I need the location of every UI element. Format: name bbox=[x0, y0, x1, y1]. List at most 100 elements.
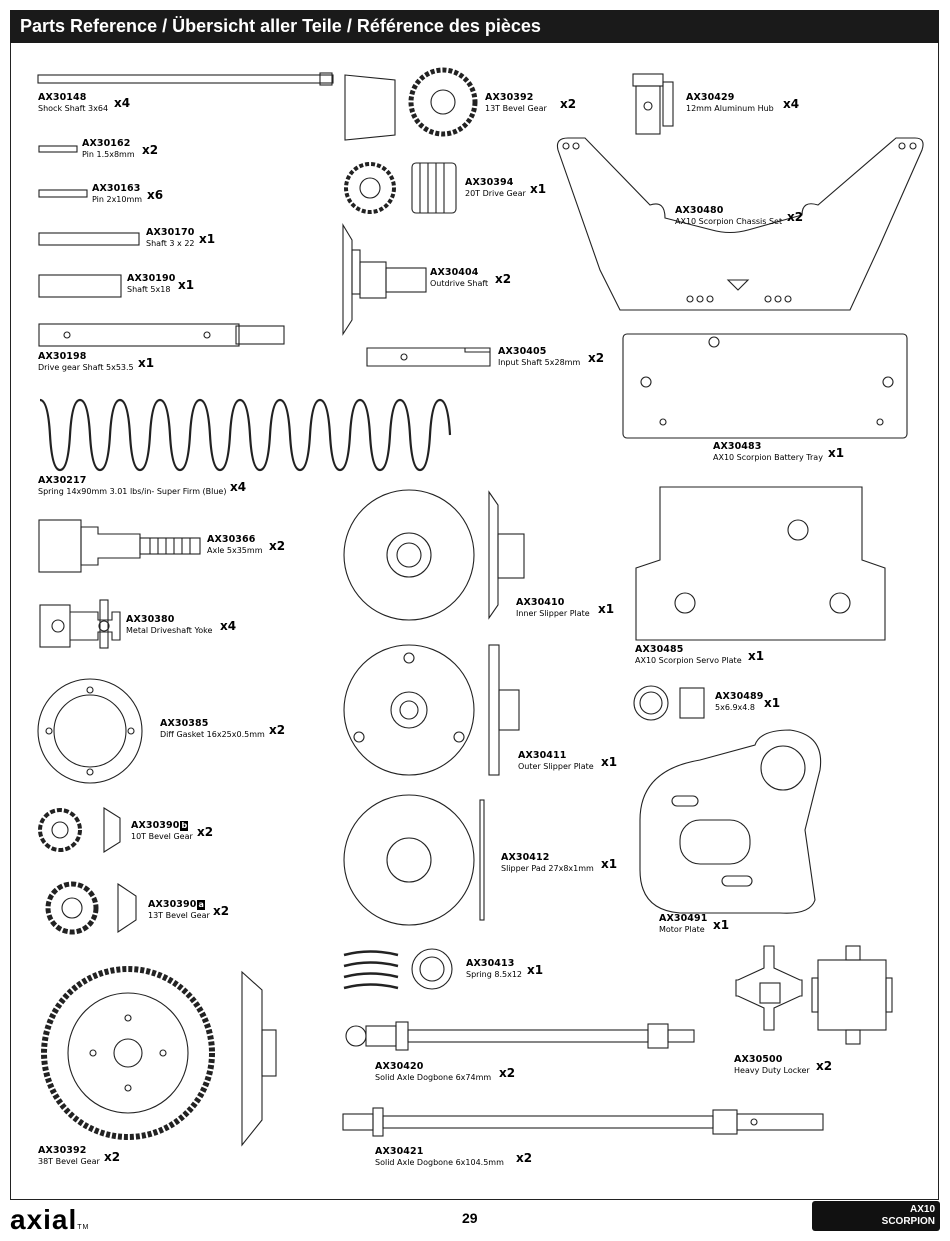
part-code: AX30410 bbox=[516, 597, 565, 608]
part-desc: 38T Bevel Gear bbox=[38, 1156, 100, 1166]
part-code: AX30429 bbox=[686, 92, 735, 103]
outer-slipper-plate-drawing bbox=[343, 644, 520, 776]
part-desc: AX10 Scorpion Chassis Set bbox=[675, 216, 783, 226]
part-label: AX30405 Input Shaft 5x28mm bbox=[498, 346, 581, 367]
part-desc: Drive gear Shaft 5x53.5 bbox=[38, 362, 134, 372]
bevel-38t-drawing bbox=[41, 966, 277, 1147]
part-code: AX30405 bbox=[498, 346, 547, 357]
motor-plate-drawing bbox=[639, 729, 822, 914]
part-label: AX30489 5x6.9x4.8 bbox=[715, 691, 764, 712]
part-qty: x2 bbox=[197, 825, 214, 839]
part-qty: x4 bbox=[230, 480, 247, 494]
part-code: AX30489 bbox=[715, 691, 764, 702]
part-desc: AX10 Scorpion Battery Tray bbox=[713, 452, 823, 462]
part-desc: Metal Driveshaft Yoke bbox=[126, 625, 213, 635]
part-qty: x2 bbox=[495, 272, 512, 286]
part-label: AX30394 20T Drive Gear bbox=[465, 177, 526, 198]
part-qty: x2 bbox=[516, 1151, 533, 1165]
aluminum-hub-drawing bbox=[632, 73, 674, 135]
part-desc: Heavy Duty Locker bbox=[734, 1065, 810, 1075]
part-code: AX30500 bbox=[734, 1054, 783, 1065]
shaft-3x22-drawing bbox=[38, 232, 140, 246]
shaft-5x18-drawing bbox=[38, 274, 122, 298]
brand-line-1: AX10 bbox=[909, 1204, 935, 1215]
part-label: AX30412 Slipper Pad 27x8x1mm bbox=[501, 852, 594, 873]
part-code: AX30394 bbox=[465, 177, 514, 188]
part-code: AX30217 bbox=[38, 475, 87, 486]
long-spring-drawing bbox=[39, 398, 452, 472]
part-label: AX30483 AX10 Scorpion Battery Tray bbox=[713, 441, 823, 462]
part-qty: x1 bbox=[527, 963, 544, 977]
part-qty: x4 bbox=[114, 96, 131, 110]
part-code: AX30190 bbox=[127, 273, 176, 284]
part-desc: AX10 Scorpion Servo Plate bbox=[635, 655, 742, 665]
part-label: AX30385 Diff Gasket 16x25x0.5mm bbox=[160, 718, 265, 739]
shock-shaft-drawing bbox=[37, 72, 334, 86]
chassis-drawing bbox=[556, 137, 924, 311]
part-qty: x1 bbox=[713, 918, 730, 932]
part-desc: Shaft 3 x 22 bbox=[146, 238, 195, 248]
bushing-drawing bbox=[633, 685, 705, 721]
part-desc: Shaft 5x18 bbox=[127, 284, 171, 294]
axial-logo: axialTM bbox=[10, 1204, 89, 1236]
part-label: AX30411 Outer Slipper Plate bbox=[518, 750, 594, 771]
part-label: AX30491 Motor Plate bbox=[659, 913, 708, 934]
part-label: AX30404 Outdrive Shaft bbox=[430, 267, 489, 288]
part-label: AX30392 13T Bevel Gear bbox=[485, 92, 547, 113]
dogbone-104-drawing bbox=[342, 1107, 824, 1137]
part-qty: x1 bbox=[178, 278, 195, 292]
dogbone-74-drawing bbox=[345, 1021, 695, 1051]
part-qty: x6 bbox=[147, 188, 164, 202]
part-qty: x1 bbox=[138, 356, 155, 370]
part-desc: 10T Bevel Gear bbox=[131, 831, 193, 841]
part-code: AX30491 bbox=[659, 913, 708, 924]
part-label: AX30480 AX10 Scorpion Chassis Set bbox=[675, 205, 783, 226]
part-label: AX30162 Pin 1.5x8mm bbox=[82, 138, 135, 159]
axle-drawing bbox=[38, 519, 201, 573]
locker-drawing bbox=[735, 945, 893, 1045]
part-desc: Pin 2x10mm bbox=[92, 194, 143, 204]
bevel-10t-drawing bbox=[38, 807, 121, 853]
part-desc: Input Shaft 5x28mm bbox=[498, 357, 581, 367]
variant-badge: a bbox=[197, 900, 205, 910]
part-desc: Outer Slipper Plate bbox=[518, 761, 594, 771]
part-code: AX30170 bbox=[146, 227, 195, 238]
part-desc: 20T Drive Gear bbox=[465, 188, 526, 198]
yoke-drawing bbox=[39, 599, 121, 649]
part-code: AX30485 bbox=[635, 644, 684, 655]
part-qty: x4 bbox=[220, 619, 237, 633]
part-code: AX30480 bbox=[675, 205, 724, 216]
part-desc: Solid Axle Dogbone 6x74mm bbox=[375, 1072, 492, 1082]
part-label: AX30410 Inner Slipper Plate bbox=[516, 597, 590, 618]
part-qty: x1 bbox=[530, 182, 547, 196]
drive-gear-shaft-drawing bbox=[38, 323, 285, 347]
bevel-13t-drawing bbox=[45, 881, 137, 935]
part-desc: Pin 1.5x8mm bbox=[82, 149, 135, 159]
part-label: AX30429 12mm Aluminum Hub bbox=[686, 92, 774, 113]
page-header: Parts Reference / Übersicht aller Teile … bbox=[10, 10, 939, 43]
part-code: AX30483 bbox=[713, 441, 762, 452]
part-desc: 5x6.9x4.8 bbox=[715, 702, 756, 712]
part-qty: x2 bbox=[560, 97, 577, 111]
part-qty: x2 bbox=[787, 210, 804, 224]
part-label: AX30500 Heavy Duty Locker bbox=[734, 1054, 810, 1075]
part-qty: x2 bbox=[269, 539, 286, 553]
part-label: AX30190 Shaft 5x18 bbox=[127, 273, 176, 294]
part-code: AX30404 bbox=[430, 267, 479, 278]
part-desc: Slipper Pad 27x8x1mm bbox=[501, 863, 594, 873]
pin-1-5x8-drawing bbox=[38, 145, 78, 153]
part-qty: x2 bbox=[269, 723, 286, 737]
part-desc: Outdrive Shaft bbox=[430, 278, 489, 288]
variant-badge: b bbox=[180, 821, 189, 831]
part-label: AX30380 Metal Driveshaft Yoke bbox=[126, 614, 213, 635]
bevel-13t-top-drawing bbox=[344, 67, 478, 141]
part-qty: x2 bbox=[104, 1150, 121, 1164]
part-desc: Diff Gasket 16x25x0.5mm bbox=[160, 729, 265, 739]
part-qty: x2 bbox=[588, 351, 605, 365]
part-qty: x2 bbox=[142, 143, 159, 157]
part-desc: Motor Plate bbox=[659, 924, 705, 934]
part-code: AX30380 bbox=[126, 614, 175, 625]
part-desc: 13T Bevel Gear bbox=[148, 910, 210, 920]
part-qty: x1 bbox=[828, 446, 845, 460]
part-desc: Axle 5x35mm bbox=[207, 545, 263, 555]
